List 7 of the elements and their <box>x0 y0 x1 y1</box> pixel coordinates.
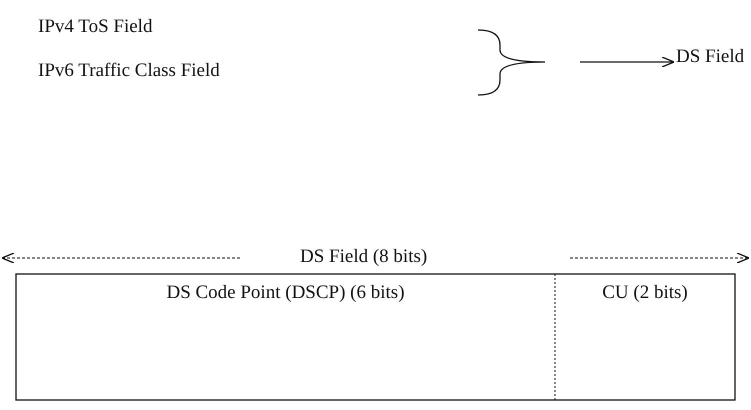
field-label: CU (2 bits) <box>601 282 689 304</box>
dimension-label: DS Field (8 bits) <box>300 246 428 268</box>
field-label: DS Code Point (DSCP) (6 bits) <box>165 282 406 304</box>
field-name: IPv4 ToS Field <box>38 16 152 38</box>
arrow <box>580 56 675 68</box>
field-name: DS Field <box>676 46 744 68</box>
field-name: IPv6 Traffic Class Field <box>38 60 220 82</box>
